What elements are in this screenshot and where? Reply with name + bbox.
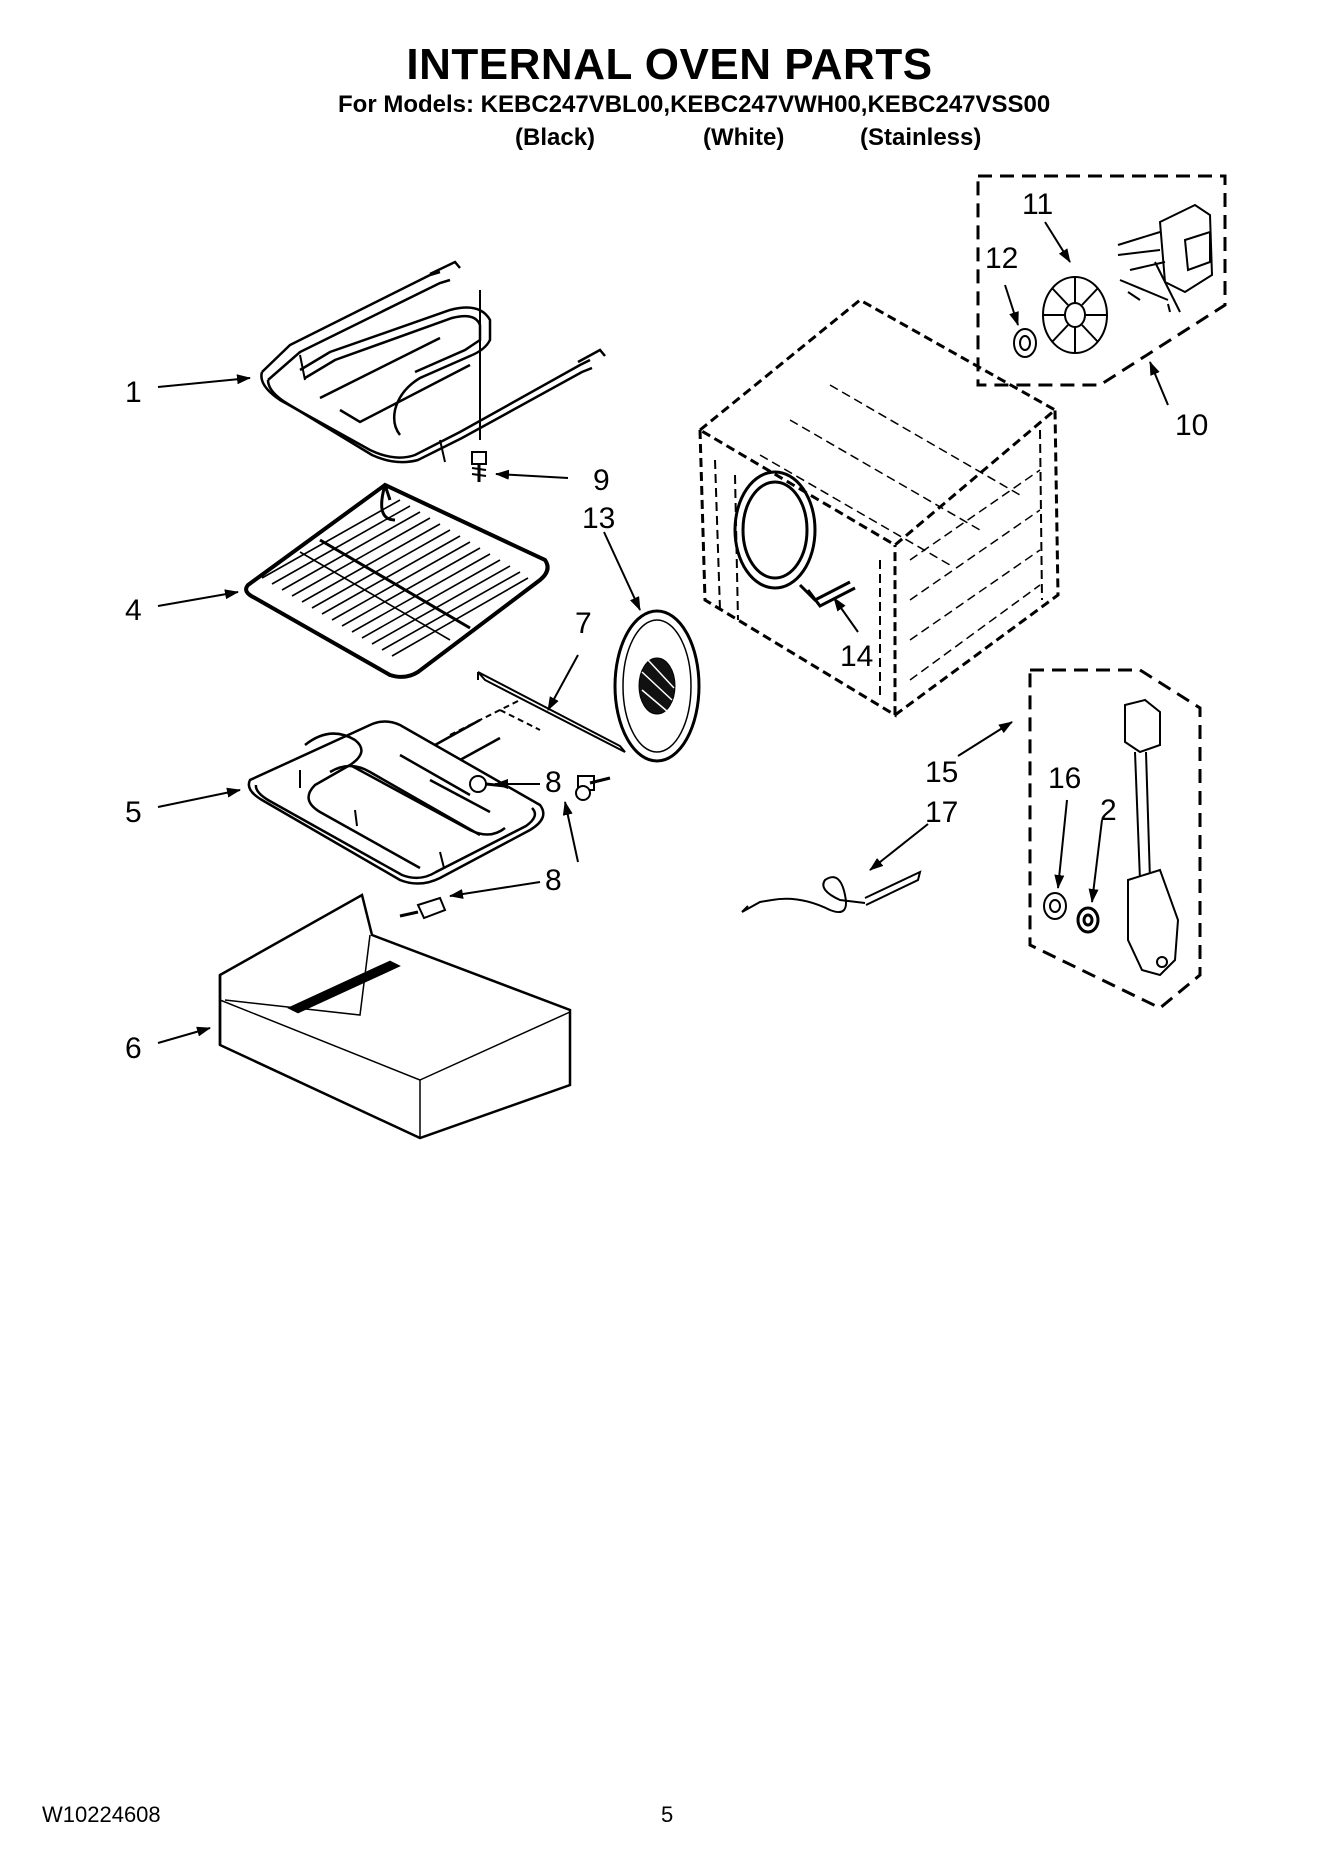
callout-12: 12	[985, 242, 1018, 275]
convection-element-part-14	[733, 470, 856, 608]
document-number: W10224608	[42, 1802, 161, 1827]
screw-part-8-lower	[575, 775, 611, 801]
fan-cover-part-13	[613, 609, 701, 763]
callout-17: 17	[925, 796, 958, 829]
callout-1: 1	[125, 376, 142, 409]
bake-element-part-5	[247, 718, 545, 885]
callout-2: 2	[1100, 794, 1117, 827]
screw-part-8-bottom	[399, 896, 447, 920]
oven-rack-part-4	[244, 482, 550, 679]
callout-10: 10	[1175, 409, 1208, 442]
page-number: 5	[661, 1802, 674, 1827]
callout-7: 7	[575, 607, 592, 640]
bracket-part-7	[449, 671, 626, 753]
broil-element-part-1	[260, 260, 606, 464]
callout-6: 6	[125, 1032, 142, 1065]
oven-cavity	[697, 298, 1060, 718]
callout-11: 11	[1022, 188, 1053, 221]
bottom-pan-part-6	[218, 893, 572, 1140]
callout-8-upper: 8	[545, 766, 562, 799]
variant-white: (White)	[703, 124, 785, 151]
screw-part-8-upper	[469, 775, 506, 793]
sensor-assembly-part-15	[1028, 668, 1202, 1010]
washer-part-2	[1076, 906, 1100, 934]
fan-motor-assembly-part-10	[976, 174, 1227, 387]
screw-part-9	[471, 451, 487, 482]
meat-probe-part-17	[741, 870, 922, 914]
fan-motor	[1117, 203, 1214, 313]
fan-blade-part-11	[1042, 276, 1108, 354]
sensor-probe-part-2-body	[1124, 698, 1180, 977]
callout-9: 9	[593, 464, 610, 497]
models-line: For Models: KEBC247VBL00,KEBC247VWH00,KE…	[338, 91, 1051, 118]
callout-15: 15	[925, 756, 958, 789]
callout-8-lower: 8	[545, 864, 562, 897]
page-title: INTERNAL OVEN PARTS	[406, 40, 933, 89]
nut-part-16	[1043, 892, 1067, 920]
callout-5: 5	[125, 796, 142, 829]
variant-black: (Black)	[515, 124, 596, 151]
nut-part-12	[1013, 328, 1037, 358]
callout-13: 13	[582, 502, 615, 535]
leader-lines	[157, 221, 1169, 1044]
callout-14: 14	[840, 640, 873, 673]
callout-16: 16	[1048, 762, 1081, 795]
callout-4: 4	[125, 594, 142, 627]
variant-stainless: (Stainless)	[860, 124, 982, 151]
